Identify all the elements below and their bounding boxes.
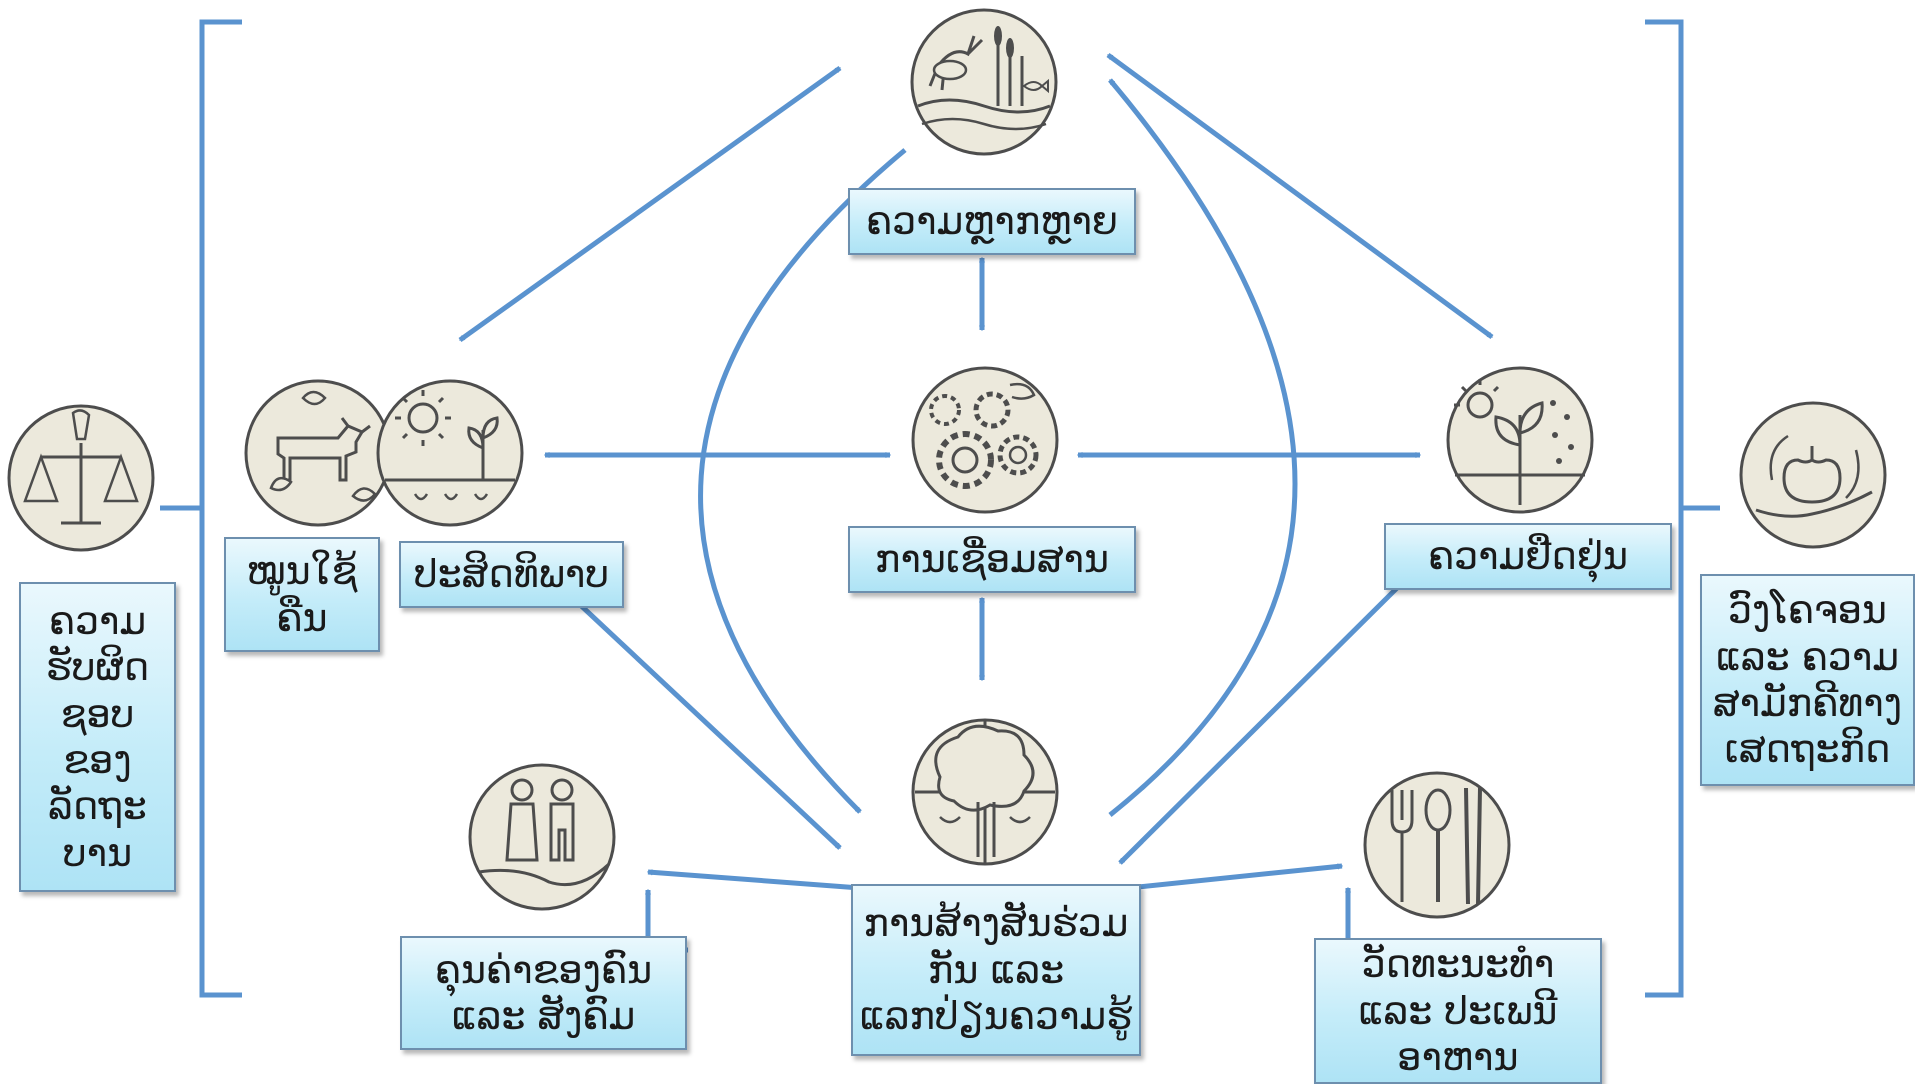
arrow-cocreation-values [648,872,860,888]
synergy-label-box: ການເຊື່ອມສານ [848,526,1136,593]
arrow-cocreation-culture [1128,866,1342,888]
arrow-resilience-to-cocreation [1118,583,1402,865]
diversity-label: ຄວາມຫຼາກຫຼາຍ [865,199,1119,244]
circular-economy-label-box: ວົງໂຄຈອນ ແລະ ຄວາມສາມັກຄີທາງ ເສດຖະກິດ [1700,574,1915,786]
governance-label: ຄວາມ ຮັບຜິດ ຊອບ ຂອງ ລັດຖະ ບານ [45,598,150,875]
efficiency-label-box: ປະສິດທິພາບ [399,541,624,608]
fork-spoon-chopsticks-icon [1362,760,1512,930]
recycling-label: ໝູນໃຊ້ຄືນ [246,549,358,640]
cocreation-label: ການສ້າງສັນຮ່ວມ ກັນ ແລະ ແລກປ່ຽນຄວາມຮູ້ [859,901,1133,1039]
arrow-diversity-efficiency [458,65,842,343]
gears-icon [910,355,1060,525]
left-bracket [160,19,242,998]
arc-diversity-cocreation-right [1108,78,1298,817]
right-bracket [1645,19,1720,998]
hand-apple-cycle-icon [1738,390,1888,560]
synergy-label: ການເຊື່ອມສານ [874,537,1110,582]
plant-sun-rain-icon [1445,355,1595,525]
recycling-label-box: ໝູນໃຊ້ຄືນ [224,537,380,652]
couple-in-hand-icon [467,752,617,922]
governance-label-box: ຄວາມ ຮັບຜິດ ຊອບ ຂອງ ລັດຖະ ບານ [19,582,176,892]
diversity-label-box: ຄວາມຫຼາກຫຼາຍ [848,188,1136,255]
values-label-box: ຄຸນຄ່າຂອງຄົນ ແລະ ສັງຄົມ [400,936,687,1050]
arc-diversity-cocreation-left [698,148,907,814]
balance-scale-icon [5,393,157,563]
deer-plants-fish-icon [908,6,1060,158]
cocreation-label-box: ການສ້າງສັນຮ່ວມ ກັນ ແລະ ແລກປ່ຽນຄວາມຮູ້ [851,884,1141,1056]
arrow-diversity-resilience [1106,52,1494,340]
cow-leaves-cycle-icon [243,368,393,538]
tree-quadrants-icon [910,707,1060,877]
culture-label: ວັດທະນະທຳ ແລະ ປະເພນີອາຫານ [1358,942,1558,1080]
circular-economy-label: ວົງໂຄຈອນ ແລະ ຄວາມສາມັກຄີທາງ ເສດຖະກິດ [1712,588,1903,772]
culture-label-box: ວັດທະນະທຳ ແລະ ປະເພນີອາຫານ [1314,938,1602,1084]
efficiency-label: ປະສິດທິພາບ [413,552,610,597]
resilience-label: ຄວາມຢືດຢຸ່ນ [1427,534,1629,579]
resilience-label-box: ຄວາມຢືດຢຸ່ນ [1384,523,1672,590]
arrow-efficiency-to-cocreation [573,598,842,850]
values-label: ຄຸນຄ່າຂອງຄົນ ແລະ ສັງຄົມ [434,947,653,1038]
sun-seedlings-icon [375,368,525,538]
